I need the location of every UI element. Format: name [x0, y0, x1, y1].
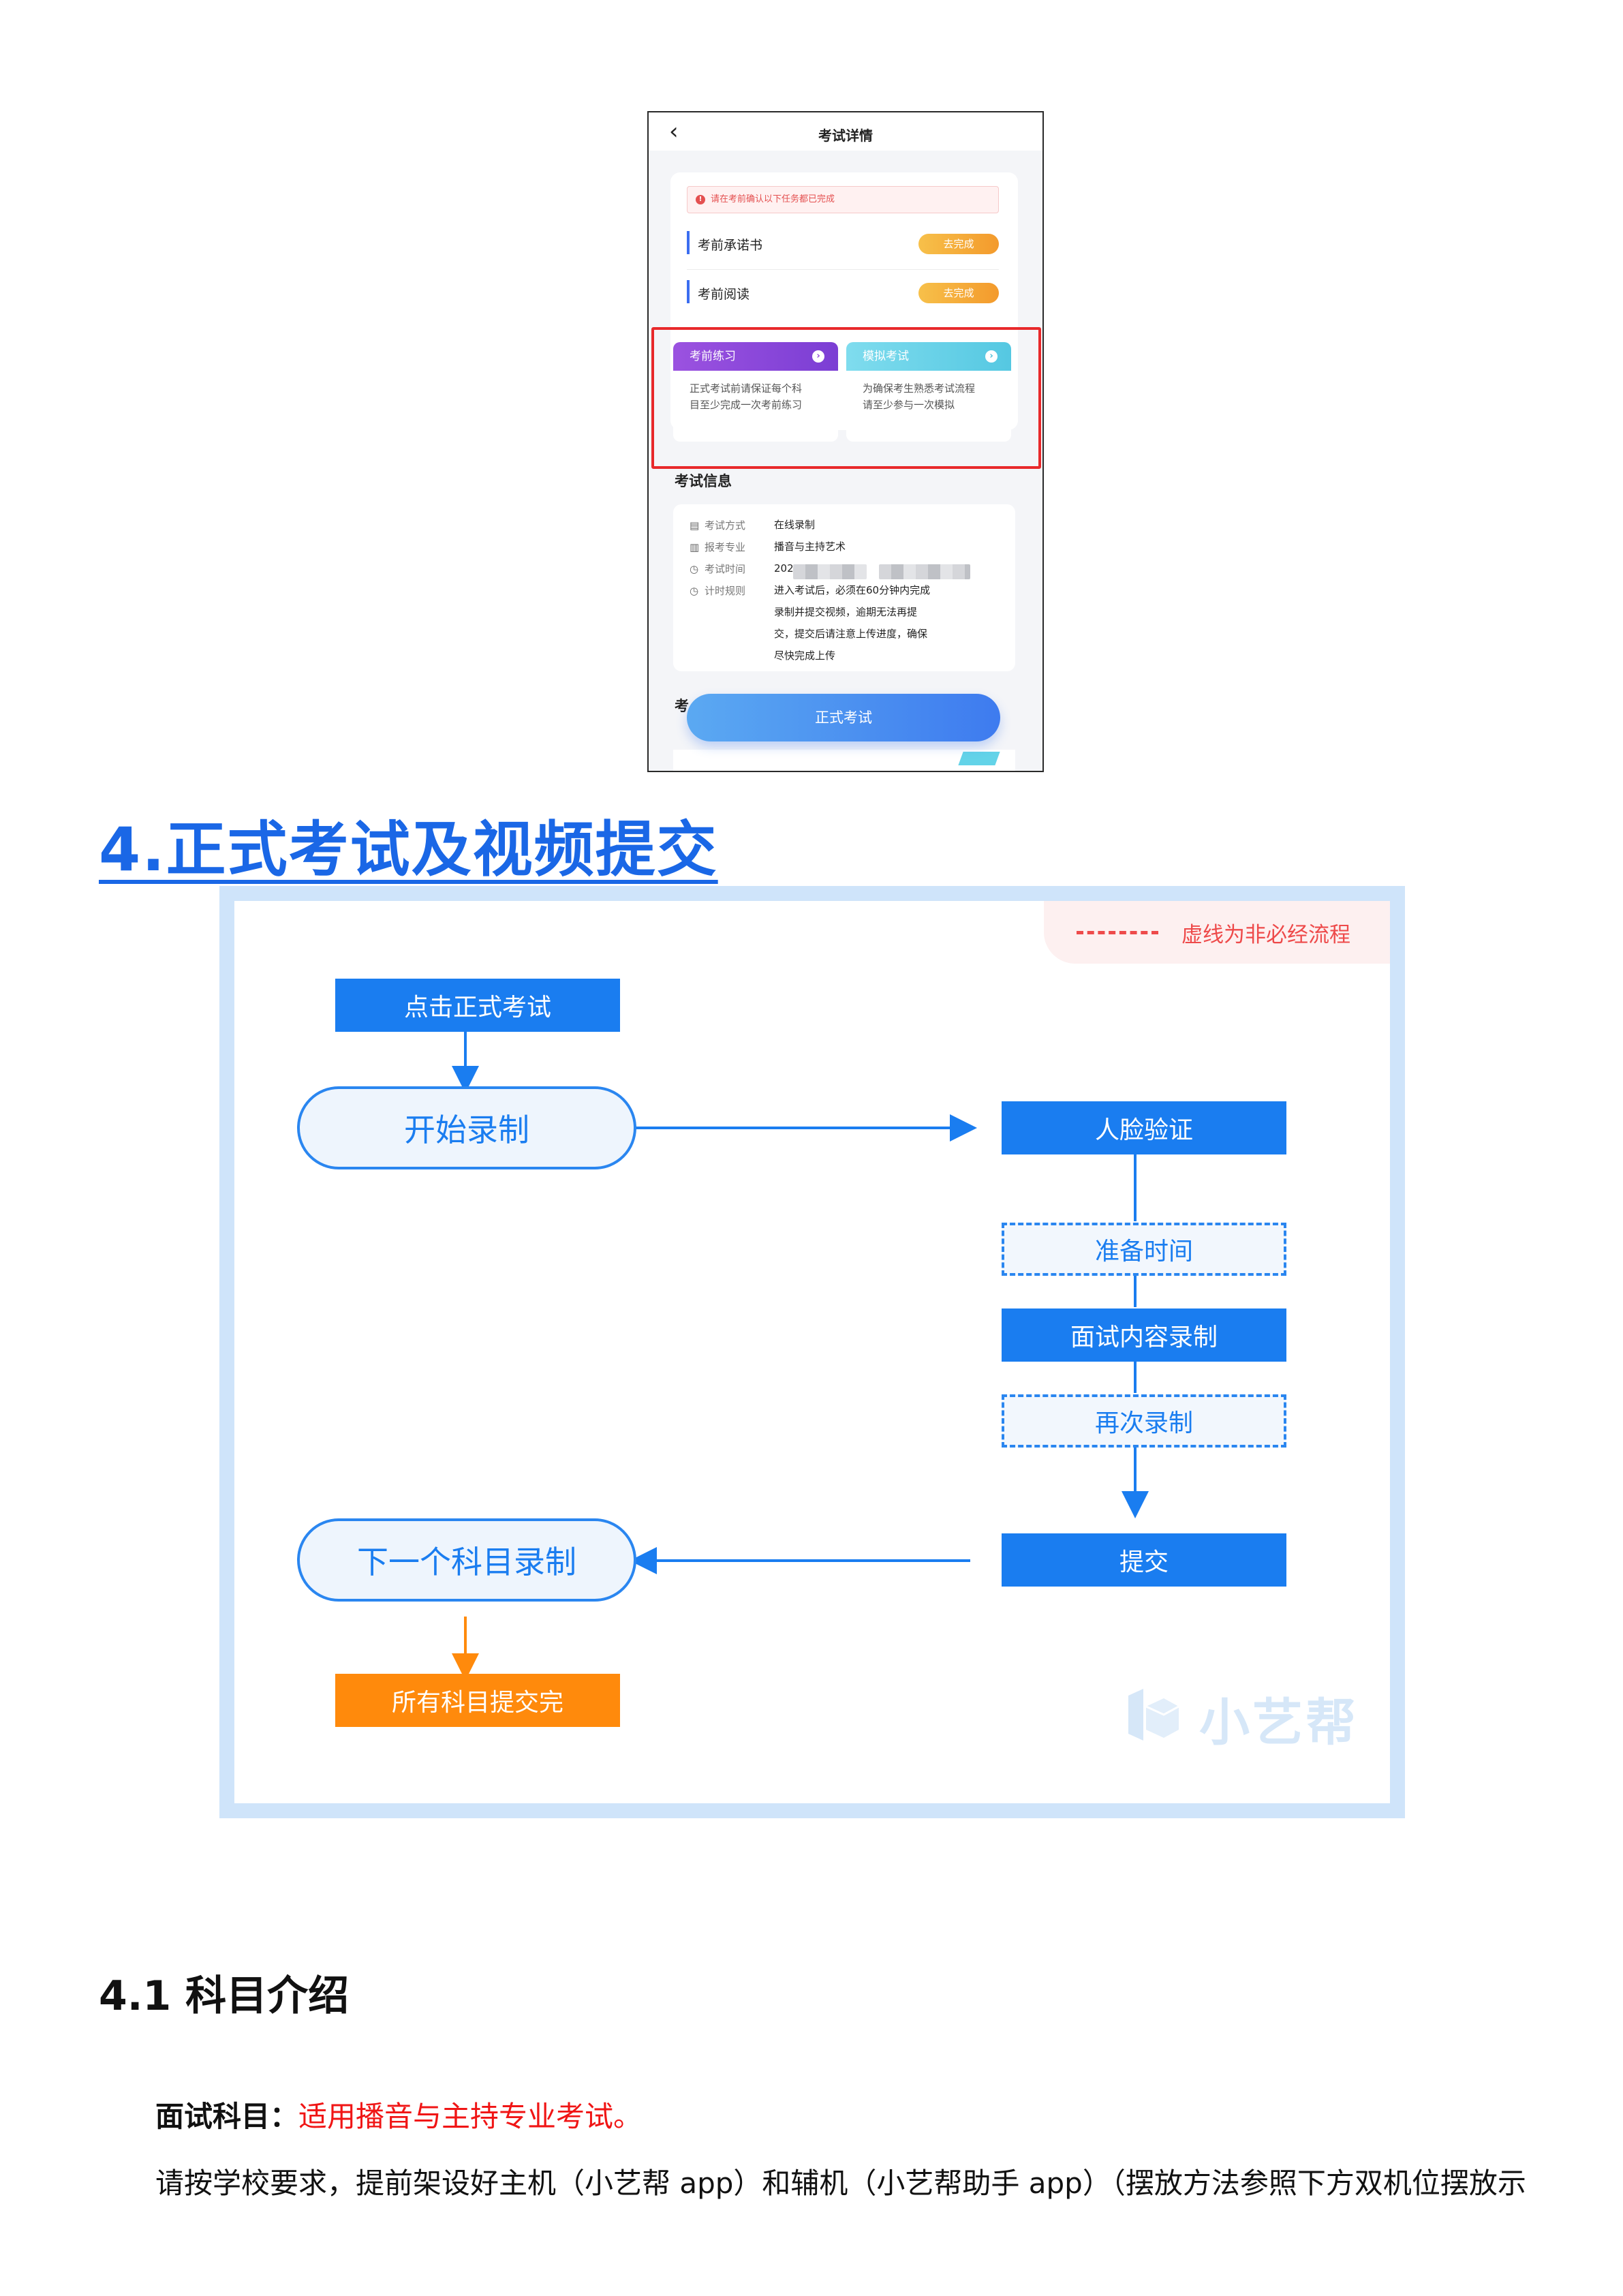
divider [687, 269, 999, 270]
accent-bar [687, 231, 690, 254]
info-key: 考试方式 [705, 519, 746, 532]
watermark-text: 小艺帮 [1199, 1694, 1359, 1752]
task-row-reading: 考前阅读 去完成 [687, 275, 999, 309]
notice-banner: ! 请在考前确认以下任务都已完成 [687, 186, 999, 213]
desc-line: 正式考试前请保证每个科 [690, 382, 803, 395]
subsection-title: 4.1 科目介绍 [99, 1972, 350, 2020]
mock-header: 模拟考试 › [846, 342, 1011, 371]
back-icon[interactable]: ‹ [669, 118, 679, 145]
rule-line: 交，提交后请注意上传进度，确保 [774, 628, 928, 640]
flow-connectors [452, 1021, 1149, 1681]
bottom-card [673, 750, 1015, 771]
exam-flow-diagram: 虚线为非必经流程 点击正式考试 开始录制 人脸验证 准备时间 面试内容 [219, 886, 1405, 1818]
info-row-time: ◷ 考试时间 [690, 562, 774, 576]
chart-icon: ▥ [690, 541, 700, 553]
cut-section-title: 考 [675, 698, 689, 714]
chevron-right-icon: › [985, 350, 998, 363]
redacted-time [879, 564, 970, 579]
rule-line: 录制并提交视频，逾期无法再提 [774, 606, 918, 618]
node-next-subject: 下一个科目录制 [297, 1518, 636, 1602]
practice-desc: 正式考试前请保证每个科 目至少完成一次考前练习 [673, 371, 838, 413]
task-label: 考前承诺书 [698, 238, 763, 253]
complete-button[interactable]: 去完成 [918, 283, 999, 303]
desc-line: 目至少完成一次考前练习 [690, 399, 803, 411]
page-title: 考试详情 [818, 127, 873, 144]
mock-exam-card[interactable]: 模拟考试 › 为确保考生熟悉考试流程 请至少参与一次模拟 [846, 342, 1011, 442]
desc-line: 请至少参与一次模拟 [863, 399, 955, 411]
mock-desc: 为确保考生熟悉考试流程 请至少参与一次模拟 [846, 371, 1011, 413]
rule-text: 进入考试后，必须在60分钟内完成 录制并提交视频，逾期无法再提 交，提交后请注意… [774, 579, 930, 667]
practice-header: 考前练习 › [673, 342, 838, 371]
subject-highlight: 适用播音与主持专业考试。 [298, 2100, 643, 2133]
node-click-exam: 点击正式考试 [335, 979, 620, 1032]
document-icon: ▤ [690, 519, 700, 532]
redacted-date [793, 564, 867, 579]
diagram-canvas: 虚线为非必经流程 点击正式考试 开始录制 人脸验证 准备时间 面试内容 [234, 901, 1390, 1803]
clock-icon: ◷ [690, 563, 699, 575]
node-start-record: 开始录制 [297, 1086, 636, 1169]
notice-text: 请在考前确认以下任务都已完成 [711, 194, 835, 204]
mock-title: 模拟考试 [863, 350, 909, 363]
rule-line: 尽快完成上传 [774, 649, 836, 662]
info-value: 202 [774, 562, 794, 575]
timer-icon: ◷ [690, 585, 699, 597]
rule-line: 进入考试后，必须在60分钟内完成 [774, 584, 931, 596]
node-all-done: 所有科目提交完 [335, 1674, 620, 1727]
node-prep-time: 准备时间 [1002, 1223, 1286, 1276]
subject-line: 面试科目：适用播音与主持专业考试。 [155, 2094, 642, 2135]
practice-title: 考前练习 [690, 350, 736, 363]
info-key: 报考专业 [705, 541, 746, 553]
alert-icon: ! [696, 195, 705, 204]
accent-bar [687, 280, 690, 303]
subject-label: 面试科目： [155, 2100, 299, 2133]
info-value: 播音与主持艺术 [774, 540, 846, 553]
info-row-method: ▤ 考试方式 [690, 518, 774, 532]
exam-detail-screenshot: ‹ 考试详情 ! 请在考前确认以下任务都已完成 考前承诺书 去完成 考前阅读 去… [647, 111, 1044, 772]
section-heading: 4.正式考试及视频提交 [99, 814, 718, 885]
task-row-pledge: 考前承诺书 去完成 [687, 226, 999, 260]
start-exam-button[interactable]: 正式考试 [687, 694, 1000, 741]
exam-info-card: ▤ 考试方式 在线录制 ▥ 报考专业 播音与主持艺术 ◷ 考试时间 202 ◷ 计时规则… [673, 504, 1015, 671]
desc-line: 为确保考生熟悉考试流程 [863, 382, 976, 395]
task-label: 考前阅读 [698, 287, 750, 302]
info-key: 计时规则 [705, 585, 746, 597]
complete-button[interactable]: 去完成 [918, 234, 999, 254]
chevron-right-icon: › [812, 350, 824, 363]
nav-bar: ‹ 考试详情 [649, 112, 1042, 151]
info-row-rule: ◷ 计时规则 [690, 583, 774, 598]
bottom-tag [958, 752, 1000, 765]
logo-icon [1128, 1689, 1179, 1741]
exam-info-title: 考试信息 [675, 473, 732, 489]
practice-card[interactable]: 考前练习 › 正式考试前请保证每个科 目至少完成一次考前练习 [673, 342, 838, 442]
legend: 虚线为非必经流程 [1044, 901, 1390, 964]
dashed-line-sample [1077, 931, 1158, 934]
info-key: 考试时间 [705, 563, 746, 575]
info-value: 在线录制 [774, 519, 816, 531]
instruction-paragraph: 请按学校要求，提前架设好主机（小艺帮 app）和辅机（小艺帮助手 app）（摆放… [155, 2167, 1526, 2200]
node-face-verify: 人脸验证 [1002, 1101, 1286, 1154]
node-re-record: 再次录制 [1002, 1394, 1286, 1448]
legend-text: 虚线为非必经流程 [1181, 923, 1350, 947]
node-interview-record: 面试内容录制 [1002, 1308, 1286, 1362]
highlight-box [651, 327, 1041, 469]
info-row-major: ▥ 报考专业 [690, 540, 774, 554]
node-submit: 提交 [1002, 1533, 1286, 1587]
